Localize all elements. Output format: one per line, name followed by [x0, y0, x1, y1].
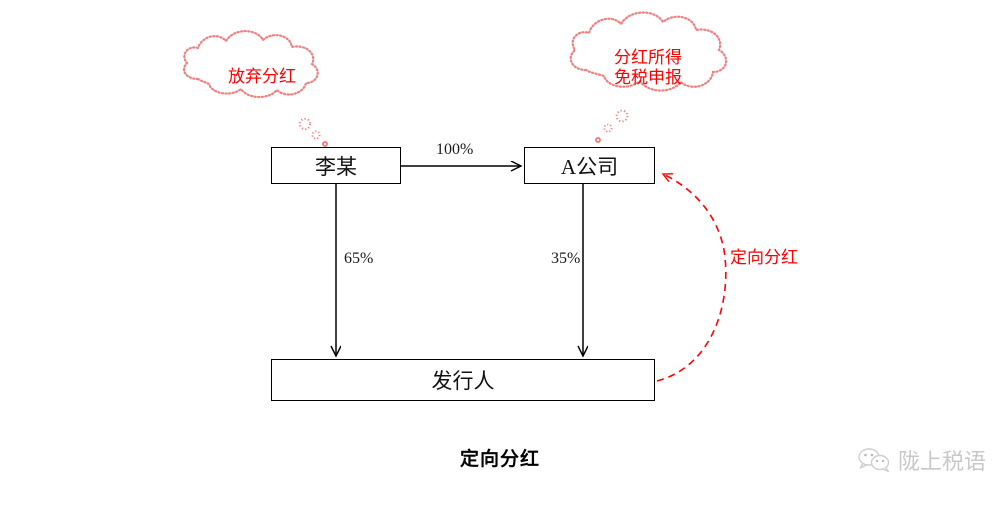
edge-label-targeted-dividend: 定向分红 [730, 248, 798, 267]
edge-label-100-percent: 100% [436, 141, 474, 158]
node-box-li-mou[interactable]: 李某 [271, 147, 401, 184]
thought-bubble-left [182, 30, 328, 147]
edge-label-35-percent: 35% [551, 250, 581, 267]
wechat-icon [857, 447, 891, 473]
node-label-li-mou: 李某 [315, 154, 357, 179]
node-label-issuer: 发行人 [431, 369, 495, 393]
edge-issuer-to-a-company-dividend [656, 174, 727, 382]
thought-bubble-right-line-1: 分红所得 [614, 48, 682, 67]
node-box-a-company[interactable]: A公司 [524, 147, 655, 184]
thought-bubble-right-line-2: 免税申报 [614, 68, 682, 87]
node-label-a-company: A公司 [560, 154, 619, 179]
edge-label-65-percent: 65% [344, 250, 374, 267]
thought-bubble-right [569, 11, 728, 143]
node-box-issuer[interactable]: 发行人 [271, 359, 655, 401]
watermark: 陇上税语 [857, 444, 986, 476]
watermark-text: 陇上税语 [897, 449, 986, 474]
thought-bubble-right-text: 分红所得 免税申报 [596, 48, 700, 88]
thought-bubble-left-text: 放弃分红 [228, 67, 296, 86]
diagram-caption: 定向分红 [459, 449, 540, 470]
